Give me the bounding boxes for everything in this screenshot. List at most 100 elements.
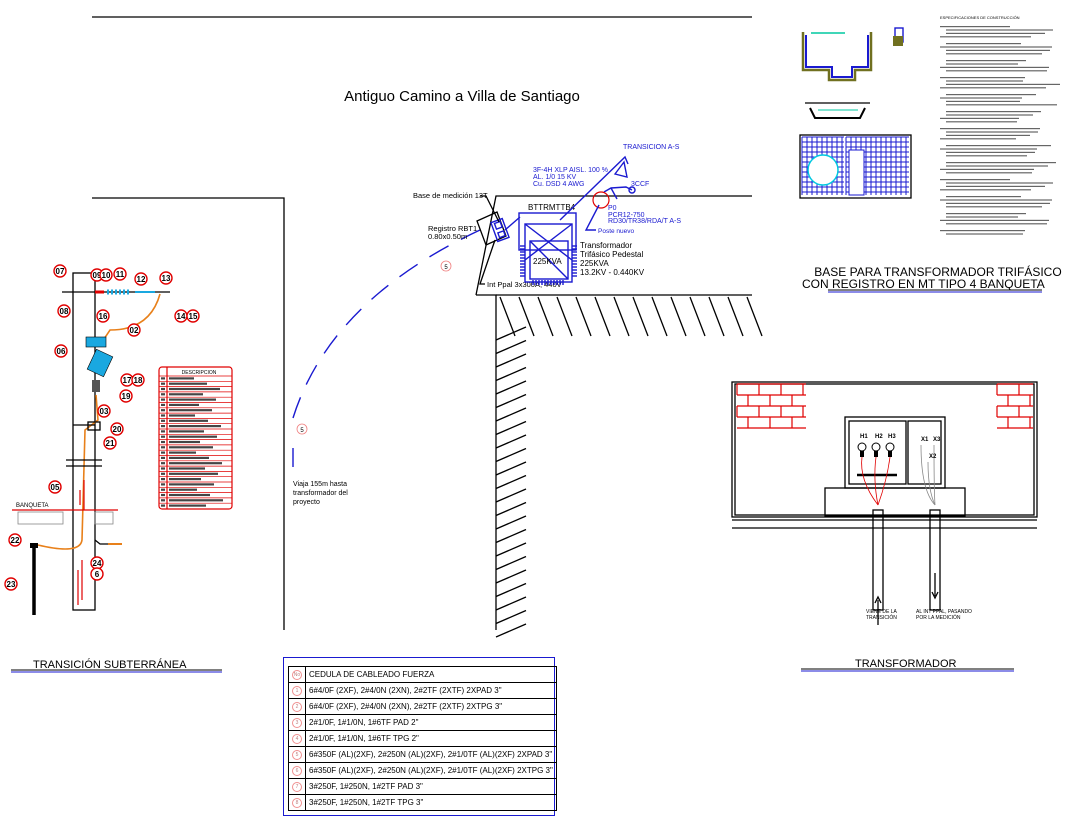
arrow-in-label: VIENE DE LA TRANSICIÓN bbox=[866, 609, 898, 621]
row-number: 8 bbox=[292, 798, 302, 808]
callout-tag-11: 11 bbox=[113, 267, 127, 281]
section-title-base: BASE PARA TRANSFORMADOR TRIFÁSICO CON RE… bbox=[802, 264, 1062, 293]
row-spec: 6#4/0F (2XF), 2#4/0N (2XN), 2#2TF (2XTF)… bbox=[305, 682, 557, 699]
transformer-description: Transformador Trifásico Pedestal 225KVA … bbox=[580, 241, 645, 277]
registro-label-1: Registro RBT1 bbox=[428, 224, 477, 233]
svg-text:5: 5 bbox=[444, 265, 448, 271]
callout-tag-23: 23 bbox=[4, 577, 18, 591]
svg-text:DESCRIPCION: DESCRIPCION bbox=[182, 370, 217, 376]
svg-text:VIENE DE LA: VIENE DE LA bbox=[866, 609, 898, 615]
row-spec: 6#350F (AL)(2XF), 2#250N (AL)(2XF), 2#1/… bbox=[305, 746, 557, 763]
circuit-marker-1: 5 bbox=[440, 260, 452, 272]
svg-text:Viaja 155m hasta: Viaja 155m hasta bbox=[293, 481, 347, 488]
callout-tag-15: 15 bbox=[186, 309, 200, 323]
row-number: 4 bbox=[292, 734, 302, 744]
circuit-marker-2: 5 bbox=[296, 423, 308, 435]
row-spec: 3#250F, 1#250N, 1#2TF TPG 3" bbox=[305, 794, 557, 811]
svg-text:11: 11 bbox=[116, 270, 125, 279]
svg-text:16: 16 bbox=[99, 312, 108, 321]
svg-text:H1: H1 bbox=[860, 434, 868, 440]
callout-tag-13: 13 bbox=[159, 271, 173, 285]
callout-tag-20: 20 bbox=[110, 422, 124, 436]
row-spec: 3#250F, 1#250N, 1#2TF PAD 3" bbox=[305, 778, 557, 795]
svg-text:22: 22 bbox=[11, 536, 20, 545]
row-number: 6 bbox=[292, 766, 302, 776]
svg-text:transformador del: transformador del bbox=[293, 490, 348, 497]
cable-schedule-header: No CEDULA DE CABLEADO FUERZA bbox=[288, 666, 557, 683]
registro-rbt1 bbox=[476, 211, 521, 246]
svg-text:X1: X1 bbox=[921, 437, 929, 443]
row-number: 7 bbox=[292, 782, 302, 792]
svg-text:225KVA: 225KVA bbox=[580, 259, 609, 268]
callout-tag-17: 17 bbox=[120, 373, 134, 387]
transicion-label: TRANSICION A-S bbox=[623, 144, 680, 151]
callout-tag-16: 16 bbox=[96, 309, 110, 323]
pole-detail bbox=[12, 272, 170, 615]
sidewalk-block bbox=[475, 195, 763, 638]
transformer-id: BTTRMTTB4 bbox=[528, 203, 576, 212]
callout-tag-24: 24 bbox=[90, 556, 104, 570]
svg-text:proyecto: proyecto bbox=[293, 499, 320, 506]
svg-text:08: 08 bbox=[60, 307, 69, 316]
svg-text:09: 09 bbox=[93, 271, 102, 280]
svg-text:03: 03 bbox=[100, 407, 109, 416]
section-title-transicion: TRANSICIÓN SUBTERRÁNEA bbox=[33, 658, 187, 671]
svg-text:Transformador: Transformador bbox=[580, 241, 633, 250]
base-section-detail bbox=[801, 27, 904, 119]
svg-text:BASE PARA TRANSFORMADOR TRI: BASE PARA TRANSFORMADOR TRIFÁSICO bbox=[814, 264, 1061, 279]
base-plan-detail bbox=[799, 134, 912, 199]
row-number: 5 bbox=[292, 750, 302, 760]
row-number: 3 bbox=[292, 718, 302, 728]
ccf-symbol bbox=[613, 160, 628, 178]
svg-text:POR LA MEDICIÓN: POR LA MEDICIÓN bbox=[916, 614, 961, 621]
callout-tag-19: 19 bbox=[119, 389, 133, 403]
svg-text:CON REGISTRO EN MT TIPO 4: CON REGISTRO EN MT TIPO 4 BANQUETA bbox=[802, 277, 1045, 291]
terminal-labels: H1 H2 H3 X1 X3 X2 bbox=[860, 434, 941, 460]
int-ppal-label: Int Ppal 3x300A, 440V bbox=[487, 280, 562, 289]
transformer-kva: 225KVA bbox=[533, 257, 562, 266]
svg-text:23: 23 bbox=[7, 580, 16, 589]
svg-text:PCR12-750: PCR12-750 bbox=[608, 212, 645, 219]
svg-text:06: 06 bbox=[57, 347, 66, 356]
row-spec: 6#350F (AL)(2XF), 2#250N (AL)(2XF), 2#1/… bbox=[305, 762, 557, 779]
section-title-transformador: TRANSFORMADOR bbox=[855, 658, 957, 670]
specs-heading: ESPECIFICACIONES DE CONSTRUCCIÓN bbox=[940, 15, 1020, 20]
callout-tag-03: 03 bbox=[97, 404, 111, 418]
svg-text:P0: P0 bbox=[608, 205, 617, 212]
callout-tag-14: 14 bbox=[174, 309, 188, 323]
callout-tag-22: 22 bbox=[8, 533, 22, 547]
svg-text:05: 05 bbox=[51, 483, 60, 492]
poste-p0-label: P0 PCR12-750 RD30/TR38/RDA/T A-S bbox=[608, 205, 681, 225]
svg-text:24: 24 bbox=[93, 559, 102, 568]
cable-schedule-title: CEDULA DE CABLEADO FUERZA bbox=[305, 666, 557, 683]
svg-text:15: 15 bbox=[189, 312, 198, 321]
road-label: Antiguo Camino a Villa de Santiago bbox=[344, 88, 580, 105]
svg-text:21: 21 bbox=[106, 439, 115, 448]
svg-text:H3: H3 bbox=[888, 434, 896, 440]
svg-text:19: 19 bbox=[122, 392, 131, 401]
svg-text:Trifásico Pedestal: Trifásico Pedestal bbox=[580, 250, 644, 259]
svg-text:X2: X2 bbox=[929, 454, 937, 460]
svg-text:X3: X3 bbox=[933, 437, 941, 443]
callout-tag-12: 12 bbox=[134, 272, 148, 286]
callout-tag-6: 6 bbox=[90, 567, 104, 581]
row-number: 1 bbox=[292, 686, 302, 696]
svg-text:RD30/TR38/RDA/T A-S: RD30/TR38/RDA/T A-S bbox=[608, 218, 681, 225]
poste-p0-symbol bbox=[592, 191, 610, 209]
svg-text:AL. 1/0 15 KV: AL. 1/0 15 KV bbox=[533, 174, 577, 181]
svg-text:TRANSICIÓN: TRANSICIÓN bbox=[866, 614, 897, 621]
registro-label-2: 0.80x0.50m bbox=[428, 232, 467, 241]
transition-leader bbox=[559, 155, 629, 221]
svg-text:02: 02 bbox=[130, 326, 139, 335]
svg-text:3F-4H XLP AISL. 100 %: 3F-4H XLP AISL. 100 % bbox=[533, 167, 608, 174]
callout-tag-21: 21 bbox=[103, 436, 117, 450]
svg-text:5: 5 bbox=[300, 428, 304, 434]
